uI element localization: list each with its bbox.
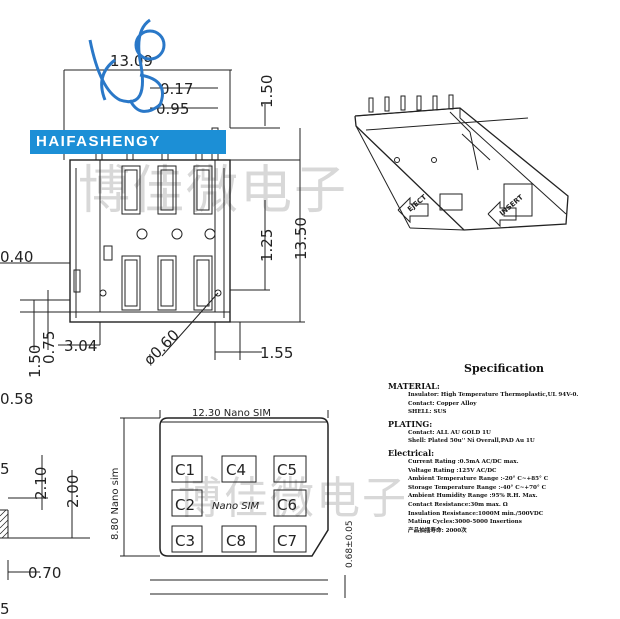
spec-heading-electrical: Electrical: bbox=[388, 447, 435, 458]
spec-heading-plating: PLATING: bbox=[388, 418, 433, 429]
spec-line: Shell: Plated 50u'' Ni Overall,PAD Au 1U bbox=[408, 438, 535, 445]
card-width-label: 12.30 Nano SIM bbox=[192, 408, 271, 419]
dim-095: 0.95 bbox=[156, 100, 189, 118]
contact-c8: C8 bbox=[226, 532, 246, 550]
spec-line: Voltage Rating :125V AC/DC bbox=[408, 467, 497, 474]
card-view bbox=[120, 410, 346, 598]
dim-070: 0.70 bbox=[28, 564, 61, 582]
dim-5b: 5 bbox=[0, 600, 10, 618]
dim-040: 0.40 bbox=[0, 248, 33, 266]
spec-line: Contact: Copper Alloy bbox=[408, 400, 477, 407]
card-center-label: Nano SIM bbox=[212, 501, 260, 512]
dim-200: 2.00 bbox=[64, 475, 82, 508]
dim-5: 5 bbox=[0, 460, 10, 478]
dim-155: 1.55 bbox=[260, 344, 293, 362]
iso-view bbox=[354, 94, 569, 231]
spec-line: Insulation Resistance:1000M min./500VDC bbox=[408, 510, 544, 517]
insert-label: INSERT bbox=[498, 193, 525, 217]
specification-panel: Specification MATERIAL: Insulator: High … bbox=[388, 358, 620, 535]
spec-line: Contact: ALL AU GOLD 1U bbox=[408, 429, 491, 436]
spec-line: Insulator: High Temperature Thermoplasti… bbox=[408, 392, 579, 398]
dim-150-bottom: 1.50 bbox=[26, 345, 44, 378]
spec-line: SHELL: SUS bbox=[408, 409, 447, 416]
top-view bbox=[0, 69, 305, 360]
spec-line: Current Rating :0.5mA AC/DC max. bbox=[408, 458, 519, 465]
spec-line: Mating Cycles:3000-5000 Insertions bbox=[408, 519, 522, 526]
dim-height-total: 13.50 bbox=[292, 217, 310, 260]
dim-width-total: 13.09 bbox=[110, 52, 153, 70]
specification-title: Specification bbox=[464, 362, 544, 375]
card-thickness: 0.68±0.05 bbox=[345, 520, 355, 568]
contact-c1: C1 bbox=[175, 461, 195, 479]
dim-hole: ø0.60 bbox=[140, 326, 183, 369]
dim-304: 3.04 bbox=[64, 337, 97, 355]
contact-c3: C3 bbox=[175, 532, 195, 550]
brand-logo bbox=[88, 18, 166, 113]
spec-line: Contact Resistance:30m max. Ω bbox=[408, 501, 508, 508]
spec-heading-material: MATERIAL: bbox=[388, 381, 440, 391]
dim-017: 0.17 bbox=[160, 80, 193, 98]
contact-c6: C6 bbox=[277, 496, 297, 514]
contact-c7: C7 bbox=[277, 532, 297, 550]
dim-058: 0.58 bbox=[0, 390, 33, 408]
side-view bbox=[0, 455, 90, 580]
spec-line: 产品抽插寿命: 2000次 bbox=[408, 527, 467, 534]
dim-150-top: 1.50 bbox=[258, 75, 276, 108]
contact-c5: C5 bbox=[277, 461, 297, 479]
spec-line: Ambient Humidity Range :95% R.H. Max. bbox=[408, 493, 538, 500]
brand-banner: HAIFASHENGY bbox=[30, 130, 226, 154]
spec-line: Storage Temperature Range :-40° C~+70° C bbox=[408, 484, 547, 491]
contact-c4: C4 bbox=[226, 461, 246, 479]
dim-210: 2.10 bbox=[32, 467, 50, 500]
spec-line: Ambient Temperature Range :-20° C~+85° C bbox=[408, 476, 549, 483]
card-height-label: 8.80 Nano sim bbox=[110, 468, 121, 540]
contact-c2: C2 bbox=[175, 496, 195, 514]
dim-075: 0.75 bbox=[40, 331, 58, 364]
side-view-hatch bbox=[0, 509, 9, 539]
dim-125: 1.25 bbox=[258, 229, 276, 262]
eject-label: EJECT bbox=[406, 193, 428, 213]
